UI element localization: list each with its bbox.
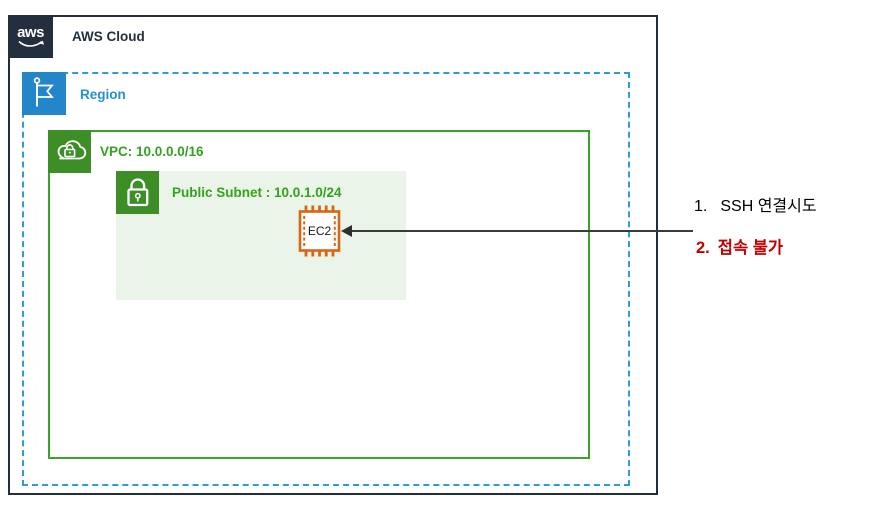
annotation-access-denied: 2. 접속 불가 bbox=[696, 234, 783, 258]
aws-cloud-title: AWS Cloud bbox=[72, 29, 145, 44]
vpc-group bbox=[48, 130, 590, 459]
annotation-ssh-attempt: 1. SSH 연결시도 bbox=[694, 192, 817, 216]
vpc-title: VPC: 10.0.0.0/16 bbox=[100, 144, 204, 159]
region-title: Region bbox=[80, 87, 126, 102]
region-flag-icon bbox=[22, 72, 66, 115]
public-subnet-group bbox=[116, 171, 406, 300]
public-subnet-title: Public Subnet : 10.0.1.0/24 bbox=[172, 185, 342, 200]
connection-arrowhead-icon bbox=[341, 225, 352, 237]
aws-smile-icon bbox=[17, 40, 44, 47]
annotation-text: SSH 연결시도 bbox=[720, 198, 817, 215]
ec2-label: EC2 bbox=[307, 224, 332, 238]
annotation-number: 2. bbox=[696, 239, 710, 257]
annotation-number: 1. bbox=[694, 198, 708, 215]
aws-cloud-group bbox=[8, 15, 658, 495]
annotation-text: 접속 불가 bbox=[717, 239, 784, 257]
connection-arrow-line bbox=[351, 230, 693, 232]
subnet-lock-icon bbox=[116, 171, 159, 214]
region-group bbox=[22, 72, 630, 486]
vpc-cloud-icon bbox=[48, 130, 91, 173]
aws-logo-text: aws bbox=[17, 23, 44, 41]
ec2-icon: EC2 bbox=[296, 205, 343, 257]
aws-logo-icon: aws bbox=[8, 15, 53, 58]
